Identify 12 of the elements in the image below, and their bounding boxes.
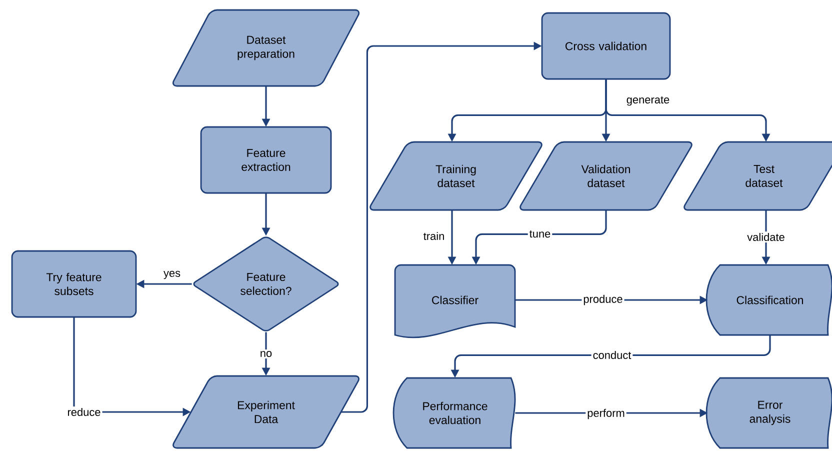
data-parallelogram: Test dataset [684,141,832,211]
process-box: Feature extraction [200,126,332,194]
edge-label: produce [582,293,624,307]
process-box: Try feature subsets [11,250,137,318]
edge-label: perform [586,407,626,421]
data-parallelogram: Validation dataset [520,141,692,211]
edge-label: generate [624,94,672,108]
edge-label: validate [746,231,786,243]
data-parallelogram: Training dataset [370,141,542,211]
data-parallelogram: Dataset preparation [172,9,360,87]
process-box: Cross validation [541,12,671,80]
data-parallelogram: Experiment Data [172,375,360,449]
